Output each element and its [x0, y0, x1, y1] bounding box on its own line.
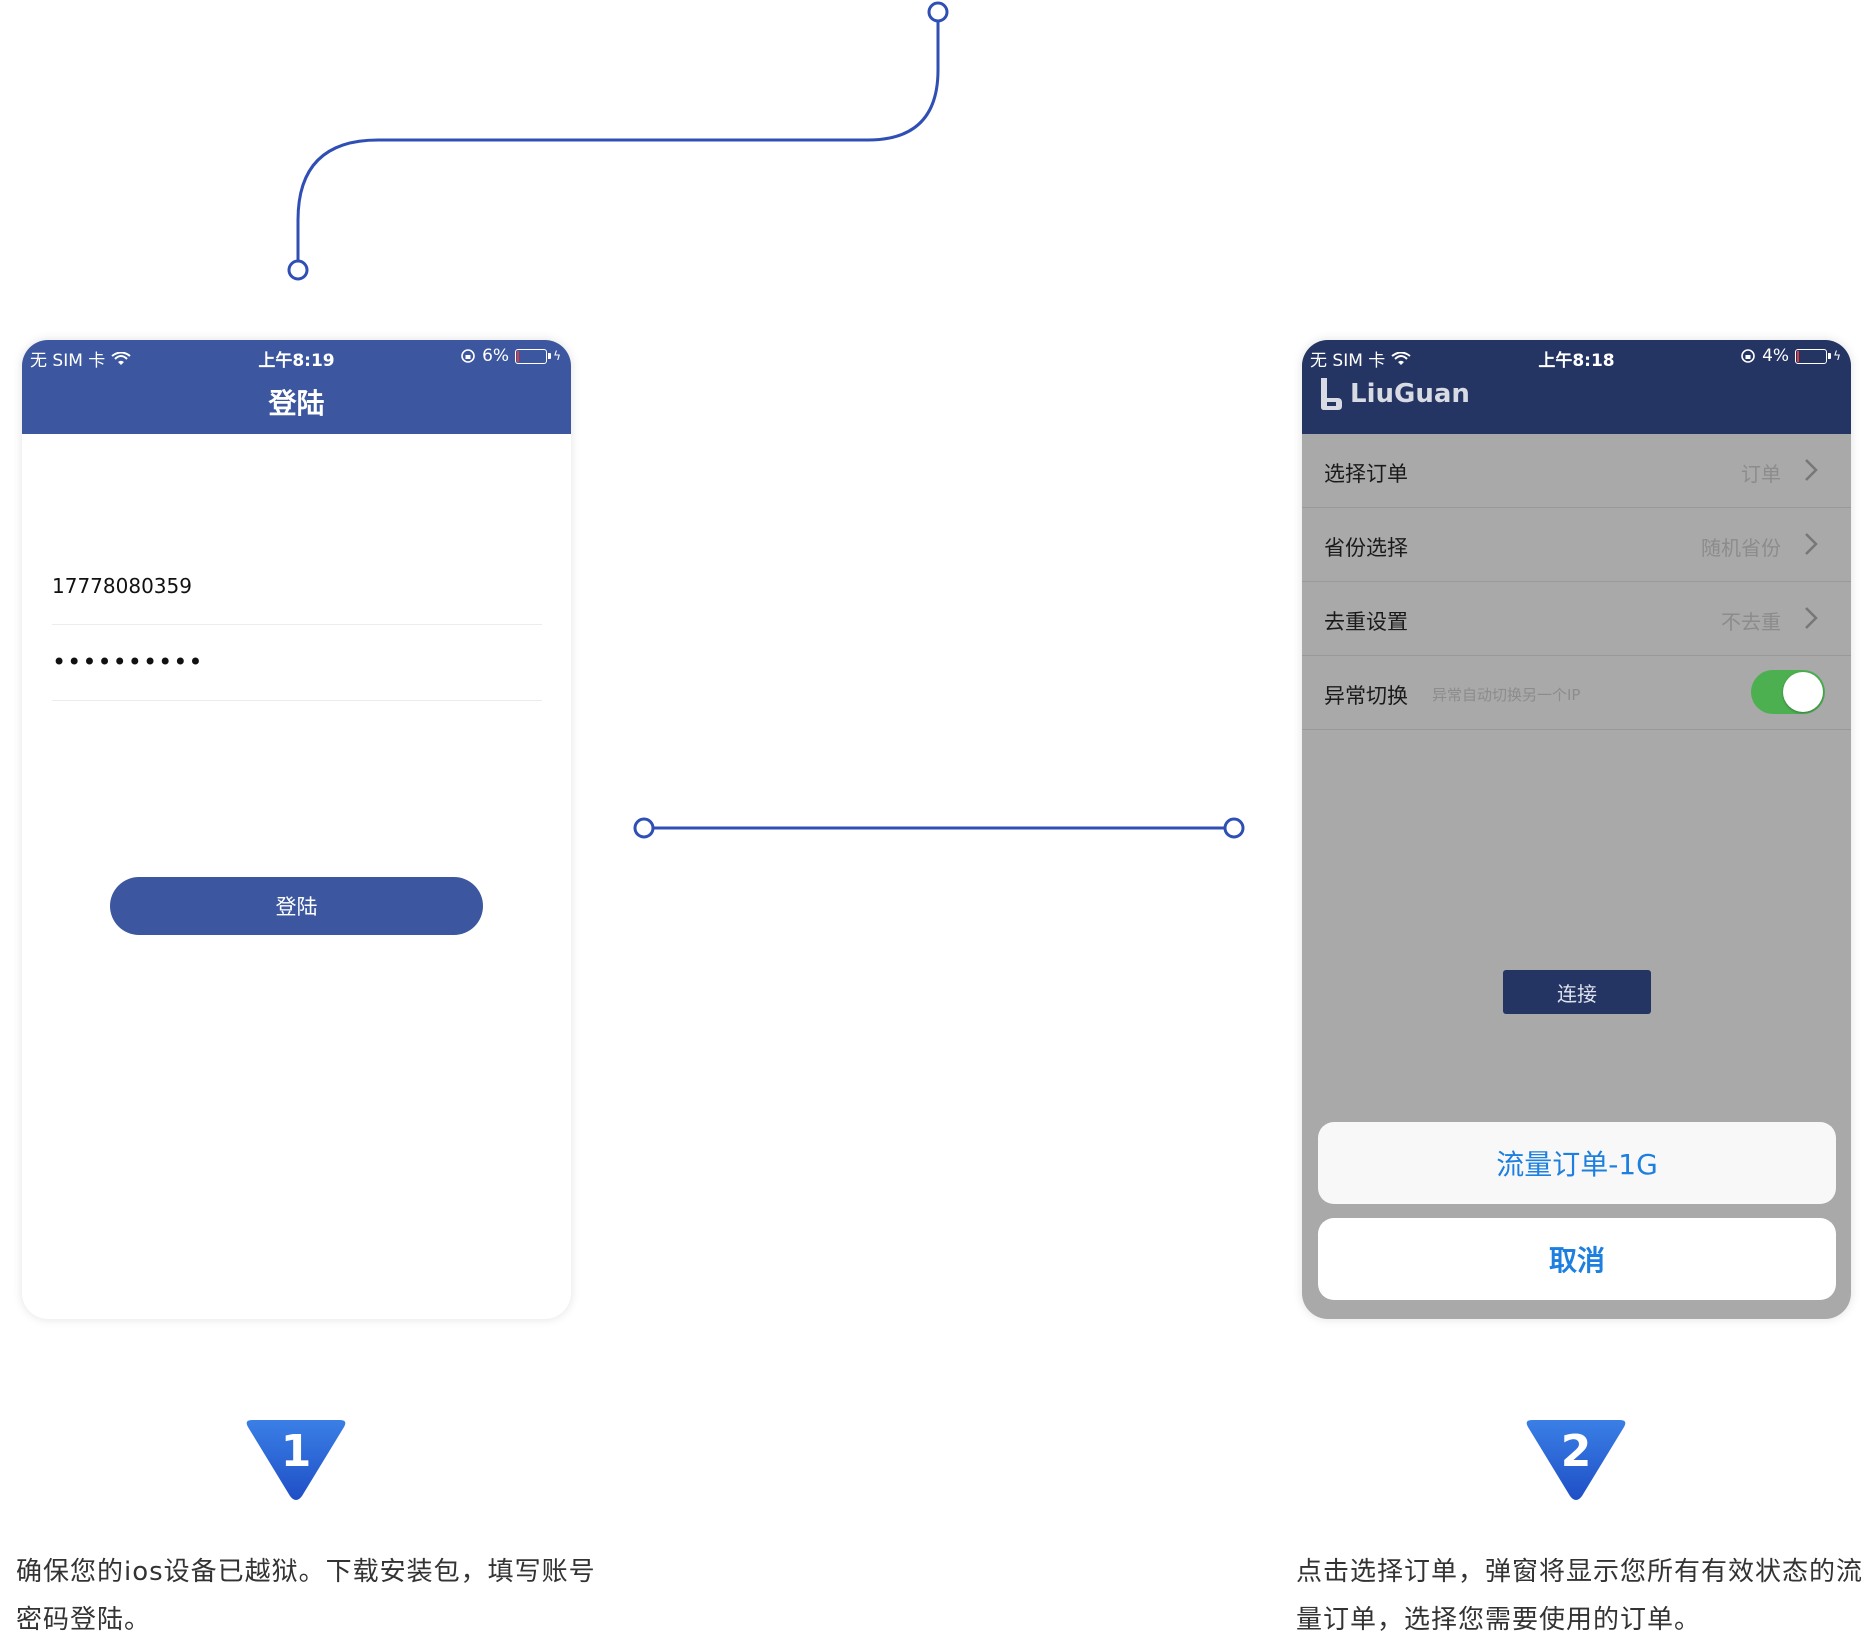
password-field[interactable]: •••••••••• — [52, 630, 542, 701]
orientation-lock-icon — [461, 349, 475, 363]
connector-node-mid-left — [633, 817, 655, 839]
step-1-caption: 确保您的ios设备已越狱。下载安装包，填写账号密码登陆。 — [16, 1557, 596, 1635]
row-label: 异常切换 — [1324, 684, 1408, 708]
step-badge-1: 1 — [244, 1418, 348, 1502]
chevron-right-icon — [1805, 533, 1818, 555]
step-badge-2: 2 — [1524, 1418, 1628, 1502]
login-header: 无 SIM 卡 上午8:19 6% ϟ 登陆 — [22, 340, 571, 434]
username-value: 17778080359 — [52, 574, 192, 598]
row-value: 不去重 — [1721, 610, 1781, 634]
wifi-icon — [1391, 351, 1411, 365]
step-number: 1 — [280, 1426, 312, 1477]
row-value: 随机省份 — [1701, 536, 1781, 560]
login-button[interactable]: 登陆 — [110, 877, 483, 935]
row-dedup-setting[interactable]: 去重设置 不去重 — [1302, 582, 1851, 656]
logo-text: LiuGuan — [1350, 379, 1470, 409]
row-value: 订单 — [1741, 462, 1781, 486]
row-province-select[interactable]: 省份选择 随机省份 — [1302, 508, 1851, 582]
battery-icon — [515, 348, 552, 364]
sheet-order-option[interactable]: 流量订单-1G — [1318, 1122, 1836, 1204]
status-bar: 无 SIM 卡 上午8:19 6% ϟ — [22, 340, 571, 371]
orientation-lock-icon — [1741, 349, 1755, 363]
chevron-right-icon — [1805, 607, 1818, 629]
charging-icon: ϟ — [1833, 349, 1841, 363]
connect-button[interactable]: 连接 — [1503, 970, 1651, 1014]
page-title: 登陆 — [268, 387, 325, 420]
step-2-caption: 点击选择订单，弹窗将显示您所有有效状态的流量订单，选择您需要使用的订单。 — [1296, 1557, 1864, 1635]
order-screen-phone: 无 SIM 卡 上午8:18 4% ϟ — [1302, 340, 1851, 1319]
row-label: 选择订单 — [1324, 462, 1408, 486]
connector-node-top — [927, 1, 949, 23]
carrier-label: 无 SIM 卡 — [1310, 351, 1386, 371]
auto-switch-toggle[interactable] — [1751, 670, 1825, 714]
logo-mark-icon — [1321, 378, 1342, 410]
connector-node-left — [287, 259, 309, 281]
sheet-cancel-button[interactable]: 取消 — [1318, 1218, 1836, 1300]
row-auto-switch: 异常切换 异常自动切换另一个IP — [1302, 656, 1851, 730]
connector-node-mid-right — [1223, 817, 1245, 839]
status-time: 上午8:18 — [1538, 351, 1615, 371]
battery-icon — [1795, 348, 1832, 364]
step-number: 2 — [1560, 1426, 1592, 1477]
username-field[interactable]: 17778080359 — [52, 560, 542, 625]
chevron-right-icon — [1805, 459, 1818, 481]
app-header: 无 SIM 卡 上午8:18 4% ϟ — [1302, 340, 1851, 434]
status-bar: 无 SIM 卡 上午8:18 4% ϟ — [1302, 340, 1851, 371]
battery-percent: 6% — [482, 346, 510, 366]
row-label: 省份选择 — [1324, 536, 1408, 560]
carrier-label: 无 SIM 卡 — [30, 351, 106, 371]
password-value: •••••••••• — [52, 648, 204, 676]
row-hint: 异常自动切换另一个IP — [1432, 686, 1581, 704]
battery-percent: 4% — [1762, 346, 1790, 366]
charging-icon: ϟ — [553, 349, 561, 363]
app-logo: LiuGuan — [1318, 376, 1470, 412]
wifi-icon — [111, 351, 131, 365]
status-time: 上午8:19 — [258, 351, 335, 371]
triangle-badge-icon — [246, 1420, 346, 1500]
row-select-order[interactable]: 选择订单 订单 — [1302, 434, 1851, 508]
login-screen-phone: 无 SIM 卡 上午8:19 6% ϟ 登陆 17778080359 — [22, 340, 571, 1319]
triangle-badge-icon — [1526, 1420, 1626, 1500]
row-label: 去重设置 — [1324, 610, 1408, 634]
